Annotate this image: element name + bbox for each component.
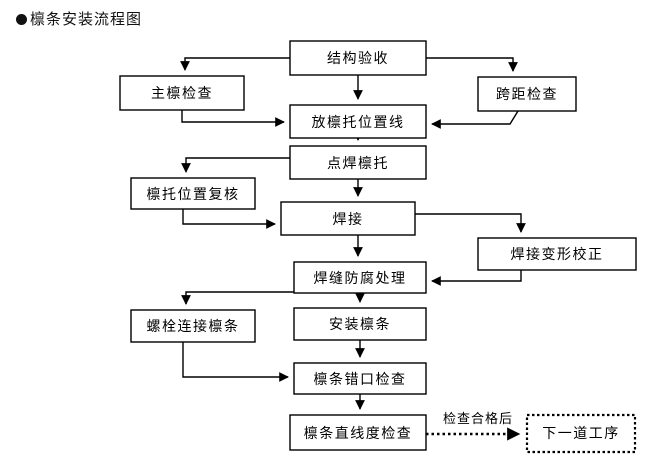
node-label: 檩条错口检查 bbox=[314, 371, 407, 388]
node-label: 主檩检查 bbox=[151, 85, 213, 102]
node-label: 跨距检查 bbox=[496, 87, 558, 103]
node-label: 焊缝防腐处理 bbox=[314, 270, 407, 287]
node-label: 焊接 bbox=[333, 211, 364, 228]
edge-recheck-to-welding bbox=[182, 209, 276, 229]
node-label: 檩托位置复核 bbox=[147, 186, 240, 203]
node-main-purlin-check[interactable]: 主檩检查 bbox=[119, 75, 245, 111]
node-label: 螺栓连接檩条 bbox=[147, 318, 240, 335]
edge-label-inspection-passed: 检查合格后 bbox=[443, 411, 513, 427]
node-label: 放檩托位置线 bbox=[312, 114, 405, 131]
node-purlin-misalignment-check[interactable]: 檩条错口检查 bbox=[293, 362, 427, 395]
node-label: 檩条直线度检查 bbox=[304, 425, 413, 442]
node-label: 焊接变形校正 bbox=[511, 246, 604, 263]
edge-deformation-to-anticorrosion bbox=[431, 270, 522, 286]
node-welding[interactable]: 焊接 bbox=[280, 201, 416, 236]
node-place-bracket-line[interactable]: 放檩托位置线 bbox=[289, 104, 427, 139]
edge-spot-weld-to-recheck bbox=[181, 157, 290, 173]
edge-anticorrosion-to-bolt-connect bbox=[181, 291, 294, 305]
node-weld-seam-anticorrosion[interactable]: 焊缝防腐处理 bbox=[293, 261, 427, 294]
node-weld-deformation-correction[interactable]: 焊接变形校正 bbox=[477, 237, 637, 271]
node-layer: 结构验收 主檩检查 跨距检查 放檩托位置线 点焊檩托 檩托位置复核 bbox=[119, 40, 637, 454]
node-bolt-connect-purlin[interactable]: 螺栓连接檩条 bbox=[130, 309, 256, 343]
node-structure-acceptance[interactable]: 结构验收 bbox=[289, 40, 427, 76]
node-install-purlin[interactable]: 安装檩条 bbox=[293, 307, 427, 341]
page-title: 檩条安装流程图 bbox=[16, 8, 142, 29]
edge-structure-to-main-purlin bbox=[180, 57, 290, 71]
edge-span-check-to-place-line bbox=[431, 110, 519, 129]
node-label: 安装檩条 bbox=[329, 316, 391, 333]
node-label: 结构验收 bbox=[327, 51, 389, 67]
node-purlin-straightness-check[interactable]: 檩条直线度检查 bbox=[289, 414, 427, 451]
node-bracket-position-recheck[interactable]: 檩托位置复核 bbox=[130, 177, 256, 210]
edge-welding-to-deformation bbox=[415, 213, 526, 233]
node-label: 点焊檩托 bbox=[327, 155, 389, 172]
node-span-check[interactable]: 跨距检查 bbox=[477, 76, 577, 112]
bullet-icon bbox=[16, 14, 27, 25]
edge-main-purlin-to-place-line bbox=[181, 110, 285, 127]
edge-bolt-connect-to-misalignment bbox=[182, 342, 289, 382]
node-label: 下一道工序 bbox=[542, 426, 620, 442]
edge-structure-to-span-check bbox=[426, 57, 518, 72]
edge-layer: 检查合格后 bbox=[180, 57, 526, 441]
node-next-process[interactable]: 下一道工序 bbox=[525, 413, 637, 454]
page-title-text: 檩条安装流程图 bbox=[30, 10, 143, 28]
node-spot-weld-bracket[interactable]: 点焊檩托 bbox=[289, 145, 427, 180]
